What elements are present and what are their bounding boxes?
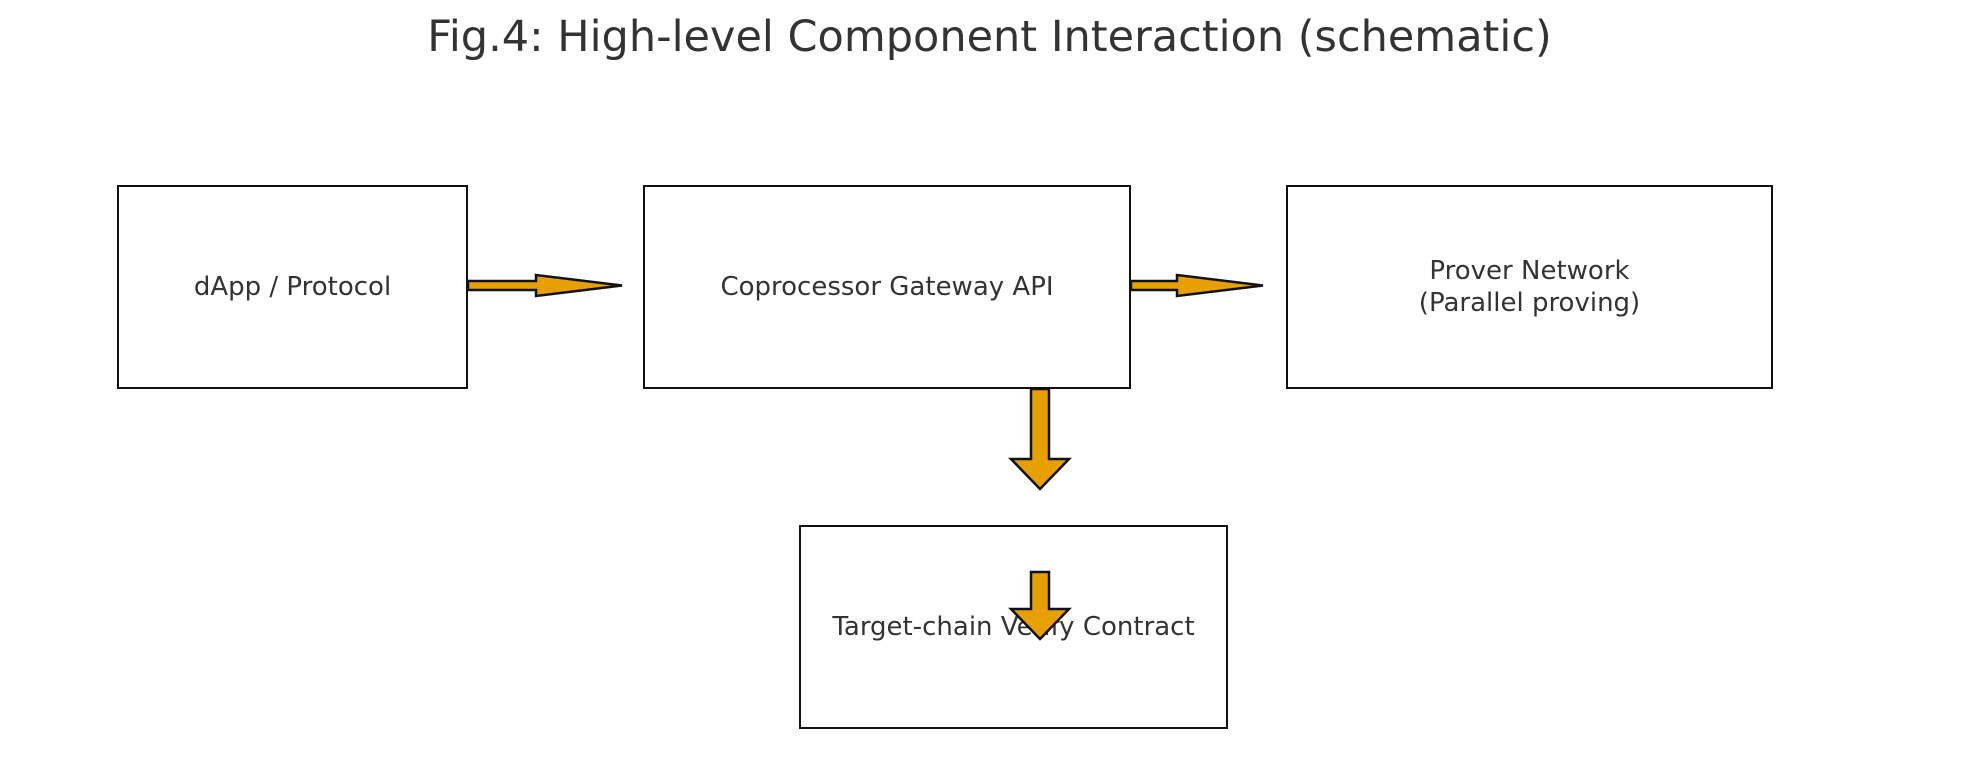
- dapp-protocol-node: dApp / Protocol: [117, 185, 468, 389]
- coprocessor-gateway-api-label: Coprocessor Gateway API: [720, 272, 1054, 302]
- arrow-gateway-to-target: [1008, 387, 1072, 491]
- coprocessor-gateway-api-node: Coprocessor Gateway API: [643, 185, 1131, 389]
- figure-title: Fig.4: High-level Component Interaction …: [427, 12, 1552, 62]
- prover-network-node: Prover Network (Parallel proving): [1286, 185, 1773, 389]
- dapp-protocol-label: dApp / Protocol: [193, 272, 392, 302]
- prover-network-label: Prover Network: [1429, 256, 1630, 286]
- target-chain-verify-contract-label: Target-chain Verify Contract: [832, 612, 1195, 642]
- target-chain-verify-contract-node: Target-chain Verify Contract: [799, 525, 1228, 729]
- arrow-gateway-to-prover: [1129, 273, 1264, 298]
- prover-network-sublabel: (Parallel proving): [1418, 288, 1641, 318]
- arrow-dapp-to-gateway: [466, 273, 623, 298]
